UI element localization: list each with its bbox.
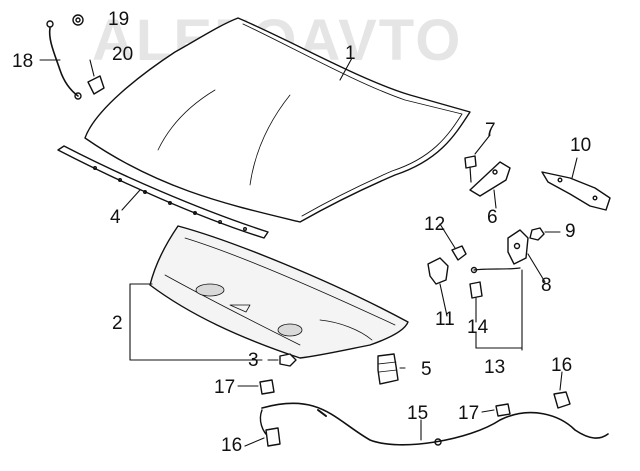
callout-18: 18	[12, 51, 34, 72]
callout-4: 4	[110, 207, 121, 228]
cable-grommet-right	[495, 403, 511, 417]
callout-2: 2	[112, 313, 123, 334]
callout-10: 10	[570, 135, 592, 156]
callout-15: 15	[407, 403, 429, 424]
callout-1: 1	[345, 43, 356, 64]
latch-cable-front	[470, 266, 521, 274]
callout-8: 8	[541, 275, 552, 296]
callout-6: 6	[487, 207, 498, 228]
support-bracket	[427, 257, 449, 285]
callout-16-rear: 16	[551, 355, 573, 376]
release-handle-rear	[553, 391, 571, 409]
hood-latch	[507, 229, 529, 265]
cable-grommet-left	[259, 379, 275, 395]
hood-panel	[84, 17, 471, 223]
prop-rod-holder	[87, 75, 105, 95]
hinge-bolt	[464, 155, 477, 183]
cable-clip	[469, 281, 483, 299]
hood-seal-strip	[57, 145, 269, 239]
callout-11: 11	[435, 309, 455, 330]
release-cable	[259, 402, 609, 446]
hood-prop-rod	[46, 20, 82, 100]
release-handle-front	[265, 427, 281, 447]
bump-stop-cushion	[377, 353, 399, 385]
latch-bolt	[529, 227, 545, 241]
callout-16-front: 16	[221, 435, 243, 456]
callout-7: 7	[485, 120, 496, 141]
leader-lines	[39, 57, 578, 447]
hood-hinge	[469, 161, 511, 197]
hood-insulator-pad	[149, 225, 409, 359]
callout-19: 19	[108, 9, 130, 30]
bracket-bolt	[451, 245, 467, 261]
callout-3: 3	[248, 350, 259, 371]
callout-5: 5	[421, 359, 432, 380]
callout-20: 20	[112, 44, 134, 65]
callout-12: 12	[424, 214, 446, 235]
callout-17-left: 17	[214, 377, 236, 398]
callout-17-right: 17	[458, 403, 480, 424]
hinge-assembly	[541, 171, 611, 211]
retainer-clip	[279, 353, 297, 367]
callout-14: 14	[467, 317, 489, 338]
callout-13: 13	[484, 357, 506, 378]
callout-9: 9	[565, 221, 576, 242]
prop-rod-nut	[72, 14, 84, 26]
